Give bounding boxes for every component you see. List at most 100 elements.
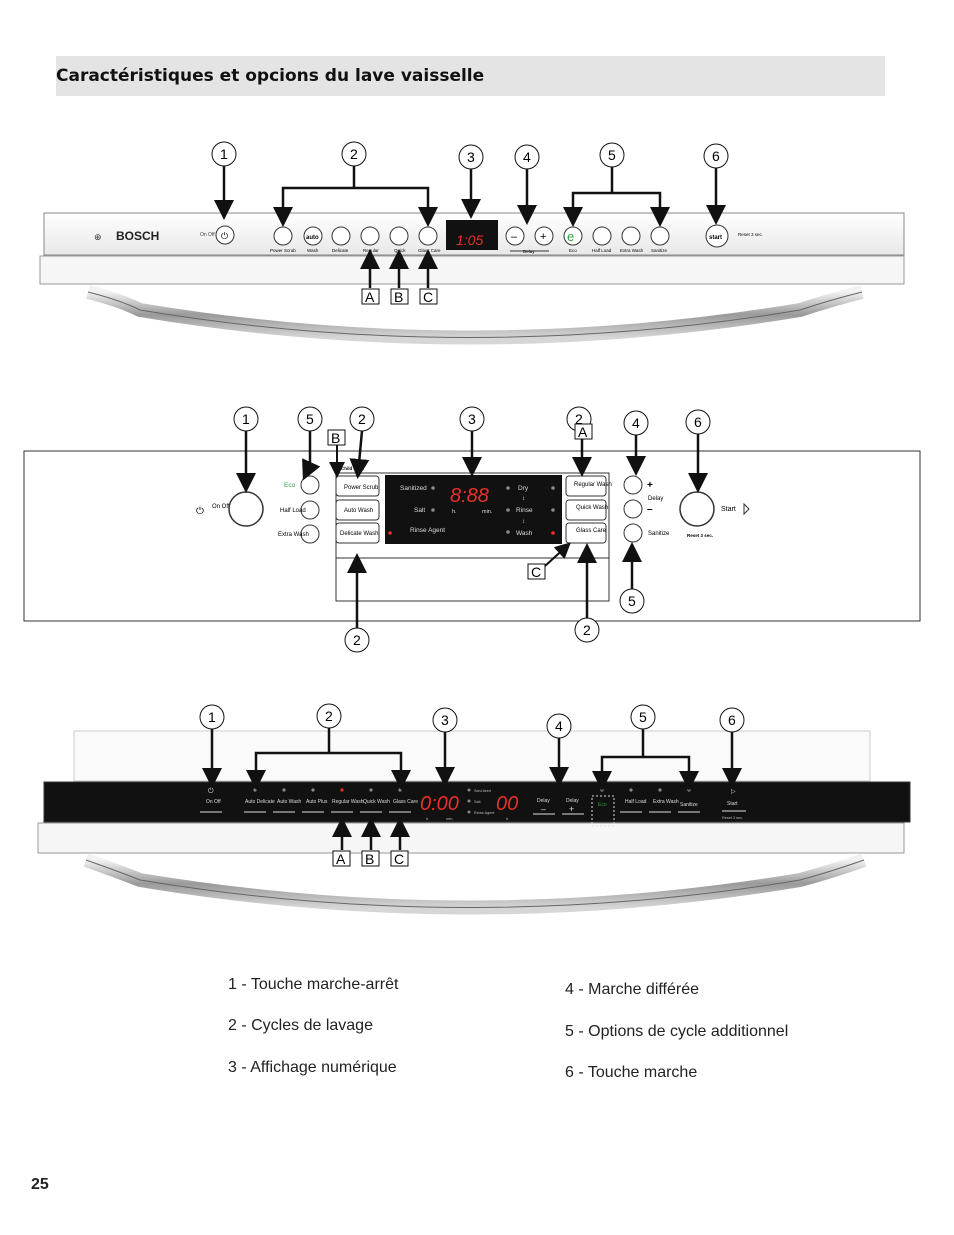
callout-number: 3 bbox=[467, 149, 475, 165]
callout-number: 2 bbox=[583, 622, 591, 638]
glass-care-button[interactable] bbox=[418, 226, 438, 246]
status-led bbox=[431, 508, 435, 512]
panel1-display bbox=[446, 220, 498, 250]
callout-number: 6 bbox=[694, 414, 702, 430]
power-button[interactable] bbox=[215, 225, 235, 245]
status-led bbox=[388, 531, 392, 535]
brand-label: BOSCH bbox=[116, 229, 159, 243]
letter-label: A bbox=[365, 289, 375, 305]
letter-box bbox=[361, 850, 380, 867]
option-label: Sanitize bbox=[651, 248, 668, 253]
panel-2: ⏻ On Off Eco Half Load Extra Wash Child … bbox=[23, 406, 921, 653]
letter-box bbox=[361, 288, 380, 305]
sanitize-button[interactable] bbox=[650, 226, 670, 246]
panel-1: ⊕ BOSCH On Off ⏻ auto Power Scrub Wash D… bbox=[39, 141, 905, 345]
panel3-programs: Auto Delicate Auto Wash Auto Plus Regula… bbox=[244, 788, 418, 813]
letter-box bbox=[390, 288, 409, 305]
delicate-wash-button[interactable] bbox=[335, 522, 380, 544]
eco-icon: e bbox=[567, 229, 574, 244]
panel1-handle bbox=[86, 285, 864, 345]
start-label: Start bbox=[727, 801, 738, 807]
minus-icon: – bbox=[647, 504, 653, 515]
option-label: Eco bbox=[598, 802, 607, 808]
delay-plus-button[interactable] bbox=[623, 475, 643, 495]
delay-plus-button[interactable] bbox=[534, 226, 554, 246]
extra-wash-button[interactable] bbox=[300, 524, 320, 544]
callout-number: 2 bbox=[350, 146, 358, 162]
delicate-button[interactable] bbox=[331, 226, 351, 246]
option-label: Sanitize bbox=[680, 802, 698, 808]
power-icon: ⏻ bbox=[221, 231, 228, 241]
panel2-callouts: 1 5 2 3 2 4 6 B A C bbox=[233, 406, 711, 653]
callout-arrow bbox=[302, 431, 321, 481]
letter-label: A bbox=[336, 851, 346, 867]
half-load-button[interactable] bbox=[300, 500, 320, 520]
play-icon: ▷ bbox=[731, 789, 736, 795]
program-label: Delicate Wash bbox=[340, 531, 378, 537]
letter-label: C bbox=[531, 564, 541, 580]
legend-item: 4 - Marche différée bbox=[565, 981, 699, 998]
reset-label: Reset 3 sec. bbox=[722, 816, 743, 820]
option-label: Eco bbox=[569, 248, 577, 253]
option-label: Eco bbox=[284, 482, 296, 489]
sanitize-button[interactable] bbox=[623, 523, 643, 543]
callout-number: 4 bbox=[523, 149, 531, 165]
plus-icon: + bbox=[540, 231, 546, 243]
option-label: Half Load bbox=[280, 508, 306, 514]
sanitize-label: Sanitize bbox=[648, 531, 670, 537]
panel1-handle-outline bbox=[87, 291, 863, 338]
panel3-door bbox=[37, 822, 905, 854]
status-label: Salt bbox=[474, 800, 481, 804]
letter-label: C bbox=[394, 851, 404, 867]
reset-label: Reset 3 sec. bbox=[687, 533, 713, 538]
start-button[interactable] bbox=[679, 491, 715, 527]
letter-label: B bbox=[365, 851, 374, 867]
power-scrub-button[interactable] bbox=[273, 226, 293, 246]
auto-wash-button[interactable] bbox=[303, 226, 323, 246]
delay-minus-label: Delay bbox=[537, 798, 550, 804]
option-label: Extra Wash bbox=[278, 532, 309, 538]
auto-icon-label: auto bbox=[306, 235, 319, 241]
letter-label: A bbox=[578, 424, 588, 440]
callout-number: 6 bbox=[728, 712, 736, 728]
eco-button[interactable] bbox=[591, 795, 615, 827]
eco-button[interactable] bbox=[300, 475, 320, 495]
start-button[interactable] bbox=[705, 224, 729, 248]
legend-item: 5 - Options de cycle additionnel bbox=[565, 1023, 789, 1040]
auto-wash-button[interactable] bbox=[335, 499, 380, 521]
callout-number: 1 bbox=[220, 146, 228, 162]
callout-number: 3 bbox=[441, 712, 449, 728]
delay-minus-button[interactable] bbox=[623, 499, 643, 519]
page-number: 25 bbox=[31, 1176, 49, 1193]
panel3-display-time: 0:00 bbox=[420, 793, 459, 815]
unit-label: min. bbox=[446, 816, 454, 821]
status-label: Sanitized bbox=[400, 485, 427, 492]
status-led bbox=[551, 486, 555, 490]
extra-wash-button[interactable] bbox=[621, 226, 641, 246]
program-led bbox=[282, 788, 286, 792]
program-led bbox=[340, 788, 344, 792]
half-load-button[interactable] bbox=[592, 226, 612, 246]
option-led bbox=[687, 788, 691, 792]
panel3-callouts: 1 2 3 4 5 6 A bbox=[199, 703, 745, 867]
quick-wash-button[interactable] bbox=[565, 499, 607, 521]
start-label: Start bbox=[721, 506, 736, 513]
callout-number: 2 bbox=[575, 411, 583, 427]
regular-button[interactable] bbox=[360, 226, 380, 246]
power-icon: ⏻ bbox=[208, 787, 214, 795]
status-label: Salt bbox=[414, 507, 425, 514]
delay-minus-button[interactable] bbox=[505, 226, 525, 246]
program-label: Quick bbox=[394, 248, 406, 253]
program-label: Auto Plus bbox=[306, 799, 328, 805]
program-led bbox=[398, 788, 402, 792]
status-led bbox=[467, 810, 471, 814]
power-button[interactable] bbox=[228, 491, 264, 527]
status-led bbox=[506, 508, 510, 512]
program-label: Quick Wash bbox=[363, 799, 390, 805]
quick-button[interactable] bbox=[389, 226, 409, 246]
eco-button[interactable] bbox=[563, 226, 583, 246]
program-led bbox=[311, 788, 315, 792]
program-label: Glass Care bbox=[418, 248, 441, 253]
callout-arrow bbox=[349, 430, 370, 479]
power-icon: ⏻ bbox=[196, 506, 204, 517]
